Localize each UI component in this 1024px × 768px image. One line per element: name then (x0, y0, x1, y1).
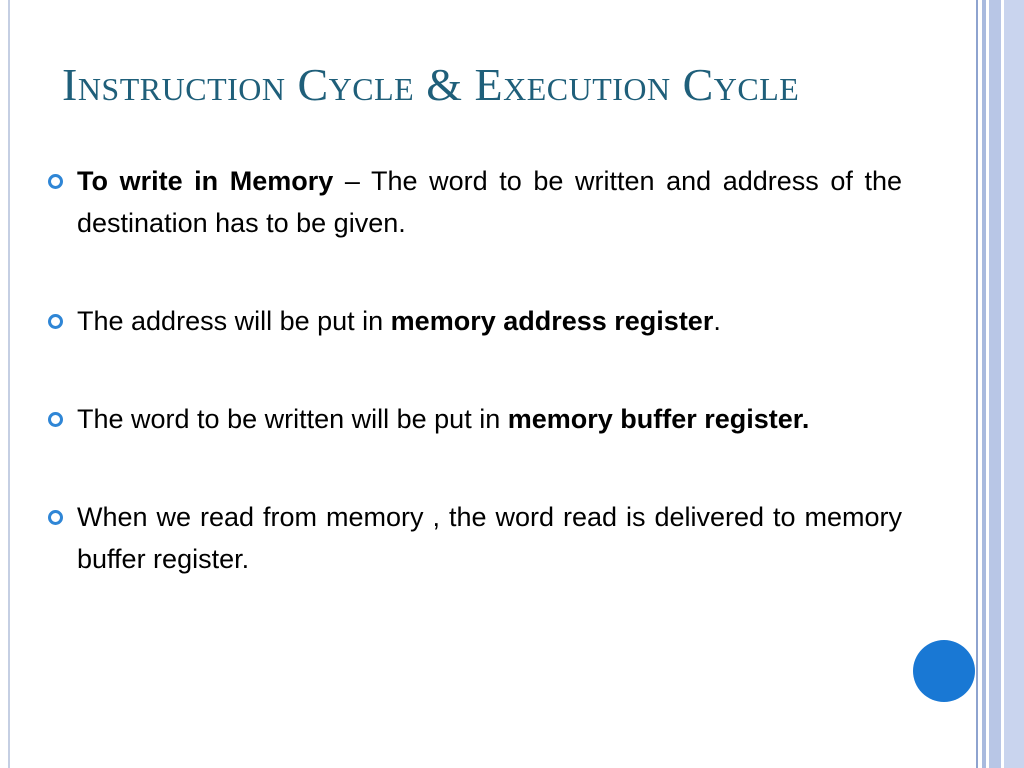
right-decorative-bands (976, 0, 1024, 768)
band (986, 0, 989, 768)
bullet-ring-icon (48, 314, 63, 329)
bullet-ring-icon (48, 510, 63, 525)
bullet-text: The word to be written will be put in (77, 404, 508, 434)
bullet-list: To write in Memory – The word to be writ… (46, 160, 902, 580)
bullet-text: – The word to be written and address of … (77, 166, 902, 238)
bullet-ring-icon (48, 412, 63, 427)
band (1001, 0, 1004, 768)
slide-title: Instruction Cycle & Execution Cycle (62, 59, 800, 110)
bullet-item-write-memory: To write in Memory – The word to be writ… (46, 160, 902, 244)
bullet-tail: . (713, 306, 721, 336)
band (976, 0, 978, 768)
bullet-emphasis: memory address register (390, 306, 714, 336)
bullet-text: When we read from memory , the word read… (77, 502, 902, 574)
bullet-item-read-memory: When we read from memory , the word read… (46, 496, 902, 580)
bullet-emphasis: memory buffer register. (507, 404, 810, 434)
decorative-circle (913, 640, 975, 702)
bullet-emphasis: To write in Memory (77, 166, 334, 196)
bullet-text: The address will be put in (77, 306, 391, 336)
left-border-rule (0, 0, 10, 768)
bullet-item-address-register: The address will be put in memory addres… (46, 300, 902, 342)
band (1004, 0, 1024, 768)
band (978, 0, 982, 768)
bullet-item-buffer-register: The word to be written will be put in me… (46, 398, 902, 440)
bullet-ring-icon (48, 174, 63, 189)
band (989, 0, 1001, 768)
band (982, 0, 986, 768)
